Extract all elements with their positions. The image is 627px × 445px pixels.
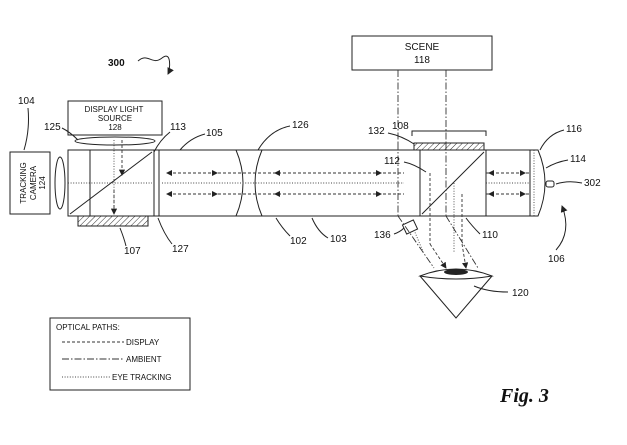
leader-113 [153, 131, 171, 153]
ref-302: 302 [584, 178, 601, 189]
legend: OPTICAL PATHS: DISPLAY AMBIENT EYE TRACK… [49, 317, 191, 391]
ref-112: 112 [384, 156, 400, 167]
leader-106 [555, 205, 568, 251]
display-light-source-label: DISPLAY LIGHT SOURCE [85, 105, 146, 123]
scene-box: SCENE 118 [351, 35, 493, 71]
legend-title: OPTICAL PATHS: [56, 323, 120, 332]
leader-112 [403, 161, 427, 173]
tracking-camera-ref: 124 [38, 176, 47, 190]
lens-126 [235, 149, 263, 217]
element-302 [545, 180, 555, 188]
leader-116 [539, 129, 565, 151]
legend-label-display: DISPLAY [126, 338, 160, 347]
ref-103: 103 [330, 234, 347, 245]
left-beam-splitter [69, 151, 153, 215]
element-136 [401, 219, 419, 235]
ref-110: 110 [482, 230, 498, 241]
leader-103 [311, 217, 329, 239]
leader-136 [393, 227, 405, 235]
ref-125: 125 [44, 122, 61, 133]
ref-127: 127 [172, 244, 189, 255]
display-light-source: DISPLAY LIGHT SOURCE 128 [67, 100, 163, 136]
ref-126: 126 [292, 120, 309, 131]
figure-ref-300: 300 [108, 58, 125, 69]
arrow-left-3 [274, 170, 280, 176]
ref-114: 114 [570, 154, 586, 165]
end-mirror-116 [529, 149, 546, 217]
arrow-left-4 [274, 191, 280, 197]
bracket-108 [411, 130, 487, 136]
leader-102 [275, 217, 291, 237]
scene-label: SCENE [405, 42, 440, 53]
ref-102: 102 [290, 236, 307, 247]
ref-132: 132 [368, 126, 385, 137]
ref-108: 108 [392, 121, 409, 132]
leader-302 [555, 181, 583, 185]
ambient-to-eye-2 [445, 215, 479, 269]
ref-107: 107 [124, 246, 141, 257]
leader-107 [119, 227, 127, 247]
display-to-eye-2 [461, 243, 469, 269]
eye-cone [419, 275, 493, 319]
leader-114 [545, 159, 569, 169]
ref-113: 113 [170, 122, 186, 133]
ref-104: 104 [18, 96, 35, 107]
leader-127 [157, 217, 173, 245]
arrow-right-6 [520, 191, 526, 197]
ref-105: 105 [206, 128, 223, 139]
eye-path-136 [413, 229, 425, 255]
leader-132 [387, 132, 415, 145]
ambient-to-eye-1 [397, 215, 435, 269]
display-light-source-ref: 128 [108, 123, 122, 132]
arrow-right-5 [520, 170, 526, 176]
ref-106: 106 [548, 254, 565, 265]
arrow-right-3 [376, 170, 382, 176]
plate-132 [413, 142, 485, 151]
arrow-left-2 [166, 191, 172, 197]
light-source-lens [74, 136, 156, 146]
legend-label-ambient: AMBIENT [126, 355, 162, 364]
ref-136: 136 [374, 230, 391, 241]
right-beam-splitter [421, 151, 485, 215]
arrow-left-6 [488, 191, 494, 197]
display-to-eye-1 [429, 243, 447, 269]
figure-ref-arrow [137, 55, 174, 75]
figure-title: Fig. 3 [499, 385, 549, 407]
arrow-right-4 [376, 191, 382, 197]
legend-label-eye-tracking: EYE TRACKING [112, 373, 171, 382]
leader-110 [465, 217, 481, 235]
leader-104 [23, 107, 29, 151]
leader-126 [257, 125, 291, 151]
leader-125 [61, 127, 79, 141]
arrow-right-1 [212, 170, 218, 176]
camera-lens [54, 156, 66, 210]
eye-pupil [444, 269, 468, 275]
leader-105 [179, 133, 206, 151]
arrow-left-1 [166, 170, 172, 176]
leader-120 [473, 285, 509, 293]
base-107 [77, 215, 149, 227]
tracking-camera-label: TRACKING [19, 162, 28, 203]
ref-116: 116 [566, 124, 582, 135]
element-127 [153, 149, 160, 217]
eye-cornea [418, 268, 494, 280]
ref-120: 120 [512, 288, 529, 299]
arrow-right-2 [212, 191, 218, 197]
scene-ref: 118 [414, 55, 430, 66]
arrow-left-5 [488, 170, 494, 176]
tracking-camera: TRACKING CAMERA 124 [9, 151, 51, 215]
tracking-camera-label-2: CAMERA [29, 165, 38, 200]
